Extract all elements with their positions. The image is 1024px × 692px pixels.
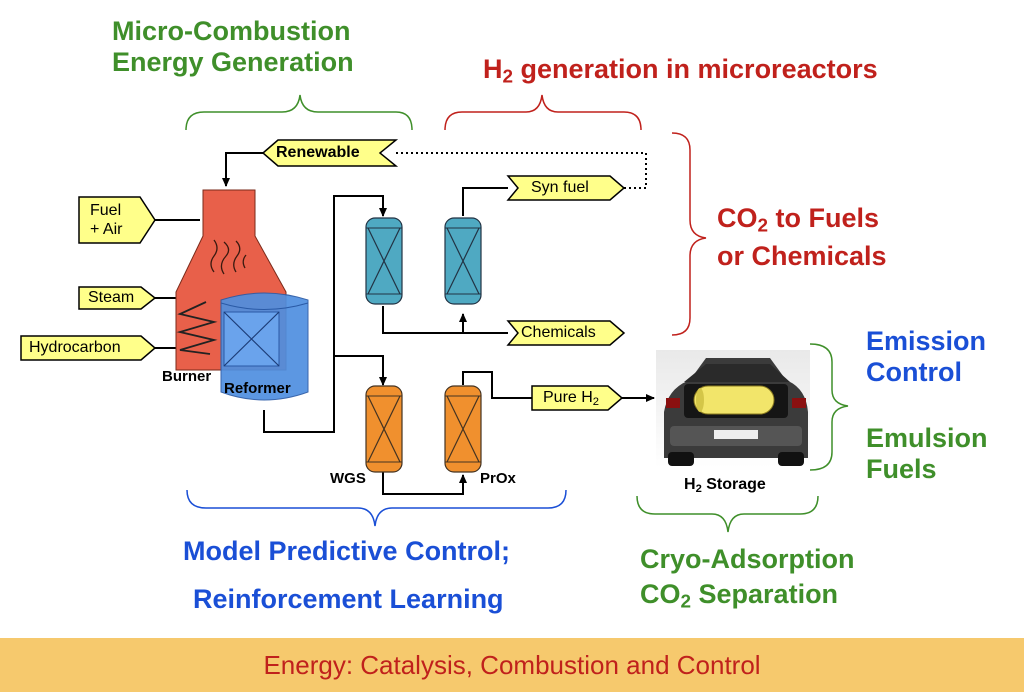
pure-h2-label: Pure H2	[543, 389, 600, 408]
h2-storage-car-image	[656, 350, 810, 468]
co2-to-fuels-heading: CO2 to Fuels or Chemicals	[717, 200, 887, 276]
micro-combustion-heading: Micro-Combustion Energy Generation	[112, 16, 354, 78]
heat-coil	[176, 301, 218, 355]
micro-combustion-brace	[185, 94, 413, 131]
storage-brace	[636, 495, 819, 533]
flame-icon	[210, 239, 247, 275]
steam-label: Steam	[88, 289, 135, 306]
hydrocarbon-tag	[20, 335, 157, 361]
pure-h2-tag	[531, 385, 624, 411]
reactor-prox	[444, 385, 482, 473]
wgs-label: WGS	[330, 470, 366, 487]
prox-label: PrOx	[480, 470, 516, 487]
mpc-heading: Model Predictive Control;	[183, 536, 511, 566]
co2-line1: CO2 to Fuels	[717, 203, 880, 237]
co2-fuels-brace	[671, 132, 707, 336]
steam-tag	[78, 286, 157, 310]
fuel-air-tag	[78, 196, 156, 244]
emulsion-fuels-heading: Emulsion Fuels	[866, 423, 988, 485]
fuel-air-label: Fuel + Air	[90, 202, 123, 239]
footer-banner: Energy: Catalysis, Combustion and Contro…	[0, 638, 1024, 692]
syn-fuel-tag	[506, 175, 626, 201]
hydrocarbon-label: Hydrocarbon	[29, 339, 121, 356]
reactor-blue-1	[365, 217, 403, 305]
h2-generation-heading: H2 generation in microreactors	[483, 54, 878, 88]
emission-control-heading: Emission Control	[866, 326, 987, 388]
cryo-adsorption-heading: Cryo-Adsorption CO2 Separation	[640, 544, 855, 613]
micro-combustion-line2: Energy Generation	[112, 47, 354, 78]
micro-combustion-line1: Micro-Combustion	[112, 16, 351, 46]
co2-line2: or Chemicals	[717, 240, 887, 271]
reformer-label: Reformer	[224, 380, 291, 397]
reactor-wgs	[365, 385, 403, 473]
reformer-unit	[220, 292, 309, 401]
reactor-blue-2	[444, 217, 482, 305]
renewable-label: Renewable	[276, 144, 360, 161]
chemicals-tag	[506, 320, 626, 346]
h2-storage-label: H2 Storage	[684, 476, 766, 495]
rl-heading: Reinforcement Learning	[193, 584, 504, 614]
burner-label: Burner	[162, 368, 212, 385]
h2-generation-brace	[444, 94, 642, 131]
syn-fuel-label: Syn fuel	[531, 179, 589, 196]
chemicals-label: Chemicals	[521, 324, 596, 341]
emission-emulsion-brace	[809, 343, 849, 471]
renewable-tag	[261, 139, 399, 167]
footer-title: Energy: Catalysis, Combustion and Contro…	[263, 650, 761, 680]
control-brace	[186, 489, 567, 527]
